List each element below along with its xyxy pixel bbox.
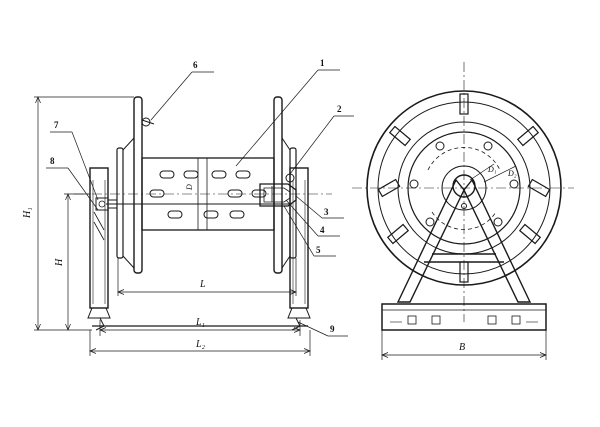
left-frame-post xyxy=(87,167,111,319)
side-view xyxy=(34,69,354,356)
dim-L2 xyxy=(89,330,311,356)
leader-D1 xyxy=(469,163,495,181)
end-view-labels: B D₁ D₂ xyxy=(459,165,517,353)
label-B: B xyxy=(459,342,465,353)
label-L: L xyxy=(199,279,206,290)
dim-H1 xyxy=(34,96,134,331)
label-D: D xyxy=(185,184,194,191)
callout-labels: 6 1 2 3 4 5 7 8 9 xyxy=(50,58,342,334)
a-frame-support xyxy=(396,178,532,303)
dim-L xyxy=(117,258,297,296)
label-H: H xyxy=(54,258,65,267)
drum-ring xyxy=(407,131,521,245)
label-L2: L₂ xyxy=(195,339,206,350)
dim-H xyxy=(64,193,90,331)
end-view-base xyxy=(381,303,547,331)
label-D1: D₁ xyxy=(487,165,497,174)
outer-flange-inner-ring xyxy=(377,101,551,275)
callout-8: 8 xyxy=(50,156,55,166)
label-L1: L₁ xyxy=(195,317,205,328)
left-flange xyxy=(116,96,155,274)
flange-spokes xyxy=(377,93,551,283)
callout-1: 1 xyxy=(320,58,325,68)
callout-2: 2 xyxy=(337,104,342,114)
leader-lines xyxy=(46,69,354,337)
hub-ring xyxy=(441,165,487,211)
callout-4: 4 xyxy=(320,225,325,235)
end-view xyxy=(352,62,574,360)
callout-5: 5 xyxy=(316,245,321,255)
label-H1: H₁ xyxy=(22,207,33,219)
drum-slots xyxy=(149,170,267,219)
dim-B xyxy=(381,330,547,360)
outer-flange-ring xyxy=(366,90,562,286)
dimension-labels: H₁ H L L₁ L₂ D xyxy=(22,184,206,350)
callout-6: 6 xyxy=(193,60,198,70)
callout-7: 7 xyxy=(54,120,59,130)
inner-dashed-arc xyxy=(427,147,501,171)
drum-holes xyxy=(409,141,519,227)
label-D2: D₂ xyxy=(507,169,517,178)
left-bracket xyxy=(95,197,117,211)
leader-D2 xyxy=(483,165,517,183)
callout-3: 3 xyxy=(324,207,329,217)
callout-9: 9 xyxy=(330,324,335,334)
right-frame-post xyxy=(287,167,311,319)
